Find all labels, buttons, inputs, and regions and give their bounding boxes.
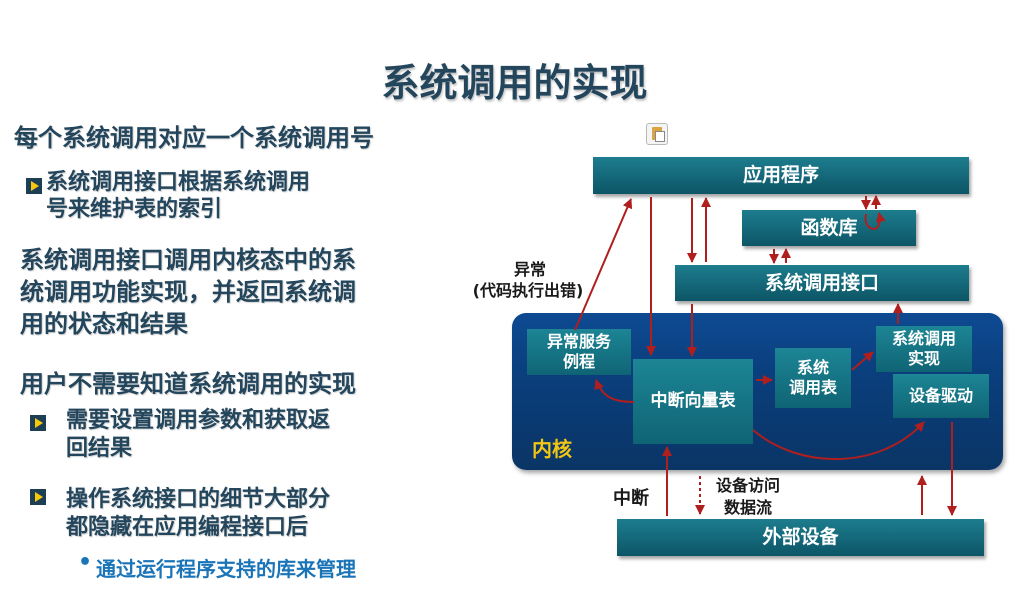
exception-handler-line2: 例程 (562, 352, 595, 371)
syscall-interface-bar: 系统调用接口 (675, 265, 969, 301)
point-3-sub1-line2: 回结果 (66, 436, 133, 461)
point-3-sub2-line1: 操作系统接口的细节大部分 (66, 487, 331, 512)
bullet-arrow-icon (30, 415, 46, 431)
syscall-impl-line1: 系统调用 (891, 329, 956, 348)
page-title: 系统调用的实现 (381, 61, 648, 105)
point-3-sub1-line1: 需要设置调用参数和获取返 (66, 408, 331, 433)
point-1: 每个系统调用对应一个系统调用号 (14, 124, 374, 152)
bullet-arrow-icon (26, 178, 42, 194)
exception-handler-box: 异常服务 例程 (527, 329, 631, 375)
syscall-table-box: 系统 调用表 (775, 348, 851, 408)
paste-options-icon[interactable] (646, 123, 668, 145)
exception-label-line2: (代码执行出错) (472, 281, 584, 300)
library-bar: 函数库 (742, 210, 916, 246)
bullet-arrow-icon (30, 489, 46, 505)
point-1-sub-line1: 系统调用接口根据系统调用 (46, 170, 311, 195)
point-2-line1: 系统调用接口调用内核态中的系 (20, 246, 356, 274)
device-access-label-line2: 数据流 (723, 498, 772, 517)
external-device-bar: 外部设备 (617, 519, 984, 556)
device-driver-box: 设备驱动 (893, 374, 989, 418)
kernel-label: 内核 (532, 437, 572, 461)
device-access-label-line1: 设备访问 (715, 476, 780, 495)
point-3-sub2-item: 通过运行程序支持的库来管理 (96, 557, 356, 581)
interrupt-label: 中断 (613, 488, 649, 509)
exception-handler-line1: 异常服务 (546, 332, 611, 351)
syscall-table-line1: 系统 (796, 358, 829, 377)
point-3-sub2-line2: 都隐藏在应用编程接口后 (66, 515, 309, 540)
interrupt-vector-table-box: 中断向量表 (633, 359, 753, 444)
arrow-lib-loop (864, 212, 886, 230)
point-3: 用户不需要知道系统调用的实现 (20, 370, 356, 398)
exception-label-line1: 异常 (513, 260, 546, 279)
arrow-vector-to-driver (752, 421, 925, 461)
arrow-vector-to-handler (594, 379, 635, 403)
syscall-impl-line2: 实现 (907, 349, 940, 368)
syscall-impl-box: 系统调用 实现 (876, 326, 972, 372)
syscall-table-line2: 调用表 (788, 378, 837, 397)
point-1-sub-line2: 号来维护表的索引 (46, 197, 223, 222)
arrow-table-to-impl (851, 351, 874, 371)
bullet-dot-icon: • (78, 550, 93, 575)
arrow-exception-to-app (574, 198, 633, 331)
app-bar: 应用程序 (593, 157, 969, 194)
point-2-line3: 用的状态和结果 (20, 310, 188, 338)
point-2-line2: 统调用功能实现，并返回系统调 (20, 278, 356, 306)
